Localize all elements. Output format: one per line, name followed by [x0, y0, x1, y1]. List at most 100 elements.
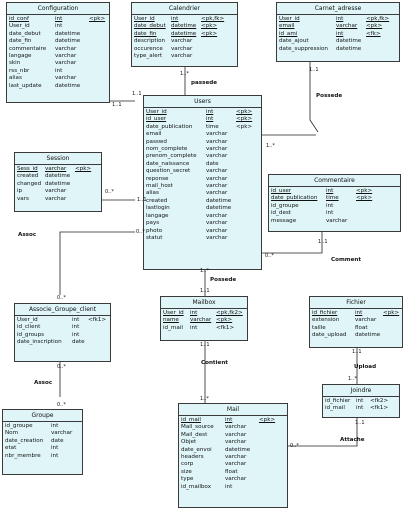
relation-label-assoc-left: Assoc: [18, 232, 37, 238]
entity-title: Joindre: [323, 385, 399, 397]
attribute-type: float: [225, 468, 238, 475]
attribute-key: [201, 53, 235, 60]
attribute-name: User_id: [163, 310, 184, 316]
attribute-type: datetime: [45, 180, 71, 187]
attribute-key: [75, 173, 99, 180]
attribute-name: commentaire: [9, 45, 47, 52]
attribute-key: [383, 325, 403, 332]
attribute-name: corp: [181, 461, 194, 468]
attribute-row: etat int: [5, 445, 80, 452]
attribute-name: User_id: [17, 317, 38, 323]
attribute-name: Sess_id: [17, 166, 38, 172]
line-carnet-users: [309, 62, 319, 133]
attribute-name: skin: [9, 60, 21, 67]
cardinality: 0..*: [265, 253, 274, 259]
attribute-name: langage: [9, 53, 32, 60]
attribute-type: int: [55, 16, 63, 22]
attribute-key: [236, 183, 260, 190]
attribute-type: varchar: [206, 168, 228, 175]
entity-title: Mailbox: [161, 297, 247, 309]
attribute-type: varchar: [206, 153, 228, 160]
attribute-key: <pk>: [356, 195, 373, 202]
attribute-key: <pk>: [216, 317, 233, 324]
attribute-type: int: [190, 310, 198, 316]
attribute-key: [356, 218, 386, 225]
attribute-name: nom_complete: [146, 146, 188, 153]
attribute-type: int: [51, 445, 59, 452]
attribute-key: <pk>: [89, 16, 106, 22]
relation-label-comment: Comment: [331, 257, 362, 263]
attribute-name: email: [146, 131, 162, 138]
attribute-name: nbr_membre: [5, 452, 41, 459]
attribute-name: created: [146, 197, 168, 204]
attribute-name: headers: [181, 454, 204, 461]
attribute-key: [201, 38, 235, 45]
attribute-key: <pk>: [201, 30, 218, 37]
attribute-key: [236, 153, 260, 160]
attribute-name: changed: [17, 180, 42, 187]
relation-label-upload: Upload: [354, 364, 377, 370]
attribute-name: id_groups: [17, 331, 45, 338]
cardinality: 1..1: [309, 67, 319, 73]
cardinality: 1..1: [355, 420, 365, 426]
attribute-key: [201, 46, 235, 53]
cardinality: 1..1: [137, 197, 147, 203]
relation-label-assoc-bottom: Assoc: [34, 380, 53, 386]
attribute-type: datetime: [225, 446, 251, 453]
attribute-type: varchar: [206, 234, 228, 241]
attribute-key: [236, 220, 260, 227]
attribute-key: [89, 75, 111, 82]
attribute-name: email: [279, 23, 295, 30]
attribute-type: int: [55, 23, 63, 30]
cardinality: 1..*: [180, 71, 189, 77]
attribute-type: datetime: [171, 30, 197, 37]
attribute-key: <pk>: [75, 166, 92, 172]
entity-title: Commentaire: [269, 175, 400, 187]
attribute-type: varchar: [171, 45, 193, 52]
relation-label-contient: Contient: [201, 360, 228, 366]
attribute-name: type: [181, 476, 194, 483]
attribute-name: etat: [5, 445, 17, 452]
attribute-type: datetime: [171, 23, 197, 30]
attribute-name: id_mailbox: [181, 483, 211, 490]
attribute-key: [236, 198, 260, 205]
attribute-key: <fk2>: [370, 398, 389, 404]
entity-title: Associe_Groupe_client: [15, 304, 110, 316]
attribute-type: int: [51, 452, 59, 459]
attribute-key: [259, 461, 285, 468]
attribute-name: last_update: [9, 82, 42, 89]
cardinality: 1..1: [200, 288, 210, 294]
attribute-type: int: [356, 398, 364, 404]
relation-label-attache: Attache: [340, 437, 365, 443]
